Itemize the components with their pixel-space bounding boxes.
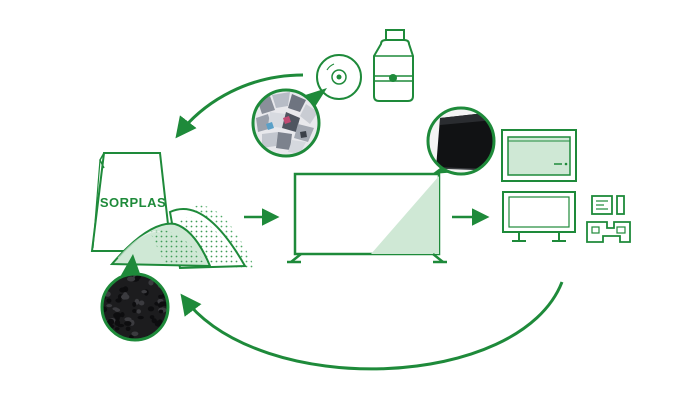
pellet	[109, 274, 117, 276]
disc-icon	[316, 54, 362, 100]
pellet	[141, 290, 147, 294]
television-icon	[287, 172, 447, 264]
water-jug-icon	[373, 29, 414, 102]
pellet	[138, 300, 145, 306]
plastic-flakes-photo	[251, 88, 321, 158]
pellet	[154, 320, 162, 327]
pellet	[137, 315, 144, 320]
pellet	[119, 287, 126, 293]
pellet	[158, 309, 164, 314]
pellet	[106, 304, 113, 308]
pellet	[124, 317, 132, 322]
bag-label: SORPLAS	[100, 195, 166, 210]
pellet	[131, 331, 139, 337]
pellet	[105, 274, 111, 280]
pellet	[106, 298, 112, 303]
tv-back-panel-photo	[426, 106, 496, 176]
pellet	[132, 301, 137, 307]
pellet	[113, 312, 122, 319]
pellet	[105, 276, 110, 281]
recycle-arrow-top	[175, 73, 304, 139]
pellet	[120, 312, 125, 318]
pellet	[147, 306, 155, 312]
pellet	[159, 301, 167, 307]
pellet	[114, 319, 121, 326]
pellet	[107, 318, 115, 325]
pellet	[162, 332, 168, 339]
pellet	[148, 279, 154, 286]
pellet	[132, 309, 137, 313]
pellet	[112, 307, 118, 311]
pellet	[158, 294, 164, 299]
pellet	[121, 294, 130, 300]
pellet	[127, 276, 136, 282]
pellet	[149, 315, 155, 320]
components-icon	[586, 195, 631, 243]
recycle-arrow-bottom	[180, 281, 564, 371]
pellet	[124, 321, 132, 326]
pellet	[136, 309, 141, 314]
pellet	[125, 326, 131, 331]
monitor-icon	[502, 191, 576, 242]
powder-pile-icon	[109, 205, 255, 270]
plastic-pellets-photo	[100, 272, 170, 342]
pellet	[134, 275, 141, 280]
monitor-icon	[501, 129, 577, 182]
pellet	[114, 327, 120, 331]
